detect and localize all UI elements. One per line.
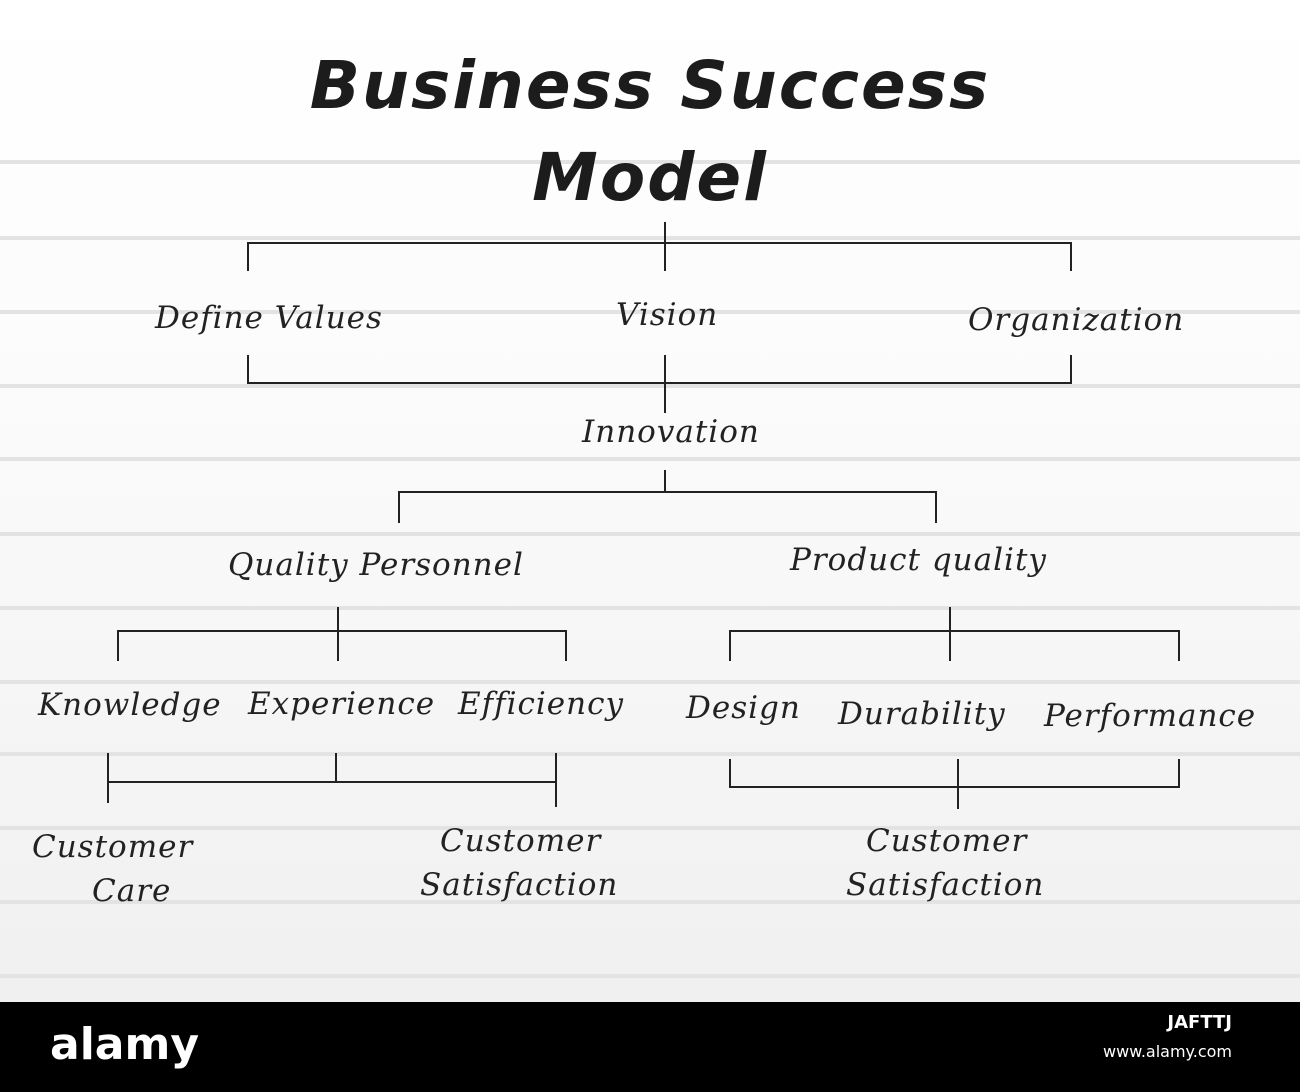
node-experience: Experience bbox=[248, 686, 436, 722]
paper-rule bbox=[0, 532, 1300, 536]
diagram-title-line1: Business Success bbox=[309, 47, 991, 124]
paper-rule bbox=[0, 384, 1300, 388]
paper-rule bbox=[0, 310, 1300, 314]
brand-logo: alamy bbox=[50, 1019, 199, 1070]
node-customer-satisfaction-left-line2: Satisfaction bbox=[420, 867, 619, 903]
node-customer-care-line2: Care bbox=[92, 873, 172, 909]
paper-rule bbox=[0, 752, 1300, 756]
node-customer-care-line1: Customer bbox=[32, 829, 194, 865]
connector-level1-innovation bbox=[247, 355, 1072, 413]
connector-title-level1 bbox=[247, 222, 1072, 271]
paper-rule bbox=[0, 680, 1300, 684]
site-url: www.alamy.com bbox=[1103, 1042, 1232, 1061]
node-organization: Organization bbox=[968, 302, 1185, 338]
node-quality-personnel: Quality Personnel bbox=[228, 547, 524, 583]
connector-product-items bbox=[729, 607, 1180, 661]
paper-rule bbox=[0, 900, 1300, 904]
connector-personnel-items bbox=[117, 607, 567, 661]
node-customer-satisfaction-left-line1: Customer bbox=[440, 823, 602, 859]
image-id: JAFTTJ bbox=[1167, 1012, 1232, 1033]
node-customer-satisfaction-right-line2: Satisfaction bbox=[846, 867, 1045, 903]
connector-personnel-outcomes bbox=[107, 753, 557, 807]
connector-product-outcome bbox=[729, 759, 1180, 809]
notebook-paper: Business Success Model Define Values Vis… bbox=[0, 0, 1300, 1002]
watermark-footer: alamy JAFTTJ www.alamy.com bbox=[0, 1002, 1300, 1092]
node-durability: Durability bbox=[838, 696, 1006, 732]
paper-rule bbox=[0, 457, 1300, 461]
diagram-title-line2: Model bbox=[532, 139, 768, 216]
connector-lines bbox=[107, 222, 1180, 809]
node-customer-satisfaction-right-line1: Customer bbox=[866, 823, 1028, 859]
node-knowledge: Knowledge bbox=[38, 687, 222, 723]
node-innovation: Innovation bbox=[582, 414, 760, 450]
node-define-values: Define Values bbox=[155, 300, 383, 336]
paper-rule bbox=[0, 160, 1300, 164]
paper-rule bbox=[0, 826, 1300, 830]
paper-rule bbox=[0, 974, 1300, 978]
node-vision: Vision bbox=[616, 297, 719, 333]
paper-rule bbox=[0, 236, 1300, 240]
connector-innovation-branches bbox=[398, 470, 937, 523]
node-product-quality: Product quality bbox=[790, 542, 1047, 578]
paper-rule bbox=[0, 606, 1300, 610]
node-efficiency: Efficiency bbox=[458, 686, 624, 722]
node-performance: Performance bbox=[1044, 698, 1257, 734]
node-design: Design bbox=[686, 690, 801, 726]
